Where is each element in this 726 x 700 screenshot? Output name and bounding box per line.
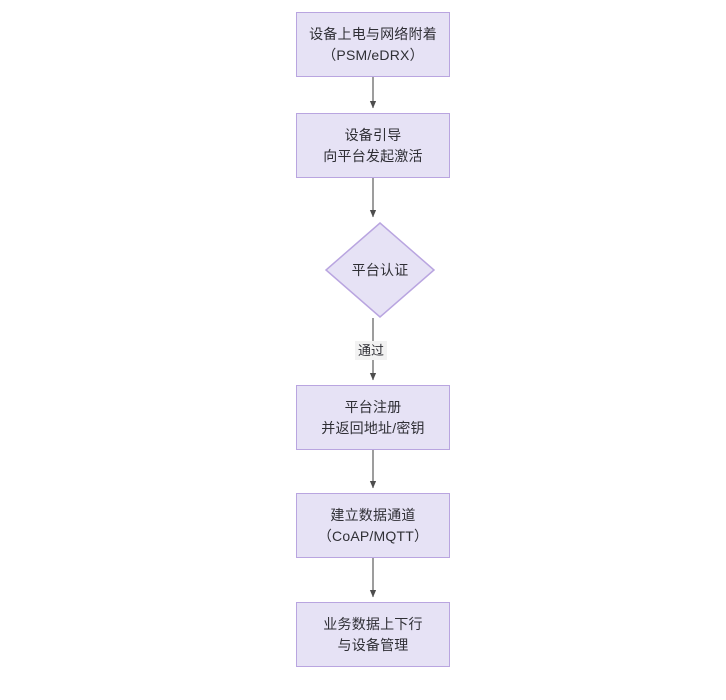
node-bootstrap-line-1: 设备引导	[344, 126, 402, 143]
node-platform-register-line-2: 并返回地址/密钥	[321, 419, 425, 436]
node-platform-register-line-1: 平台注册	[344, 398, 402, 415]
node-bootstrap[interactable]: 设备引导 向平台发起激活	[296, 113, 450, 178]
node-data-channel-line-2: （CoAP/MQTT）	[317, 527, 429, 544]
node-power-on-line-2: （PSM/eDRX）	[322, 46, 424, 63]
node-data-channel-line-1: 建立数据通道	[330, 506, 416, 523]
node-platform-register[interactable]: 平台注册 并返回地址/密钥	[296, 385, 450, 450]
edge-label-pass-text: 通过	[358, 343, 385, 358]
node-business-data-line-2: 与设备管理	[337, 636, 409, 653]
node-platform-auth[interactable]: 平台认证	[325, 222, 435, 318]
node-data-channel[interactable]: 建立数据通道 （CoAP/MQTT）	[296, 493, 450, 558]
node-platform-auth-label: 平台认证	[351, 261, 409, 278]
node-power-on[interactable]: 设备上电与网络附着 （PSM/eDRX）	[296, 12, 450, 77]
diamond-shape-icon	[325, 222, 435, 318]
node-power-on-line-1: 设备上电与网络附着	[309, 25, 437, 42]
node-bootstrap-line-2: 向平台发起激活	[323, 147, 423, 164]
node-business-data[interactable]: 业务数据上下行 与设备管理	[296, 602, 450, 667]
edge-label-pass: 通过	[355, 341, 388, 360]
node-business-data-line-1: 业务数据上下行	[323, 615, 423, 632]
